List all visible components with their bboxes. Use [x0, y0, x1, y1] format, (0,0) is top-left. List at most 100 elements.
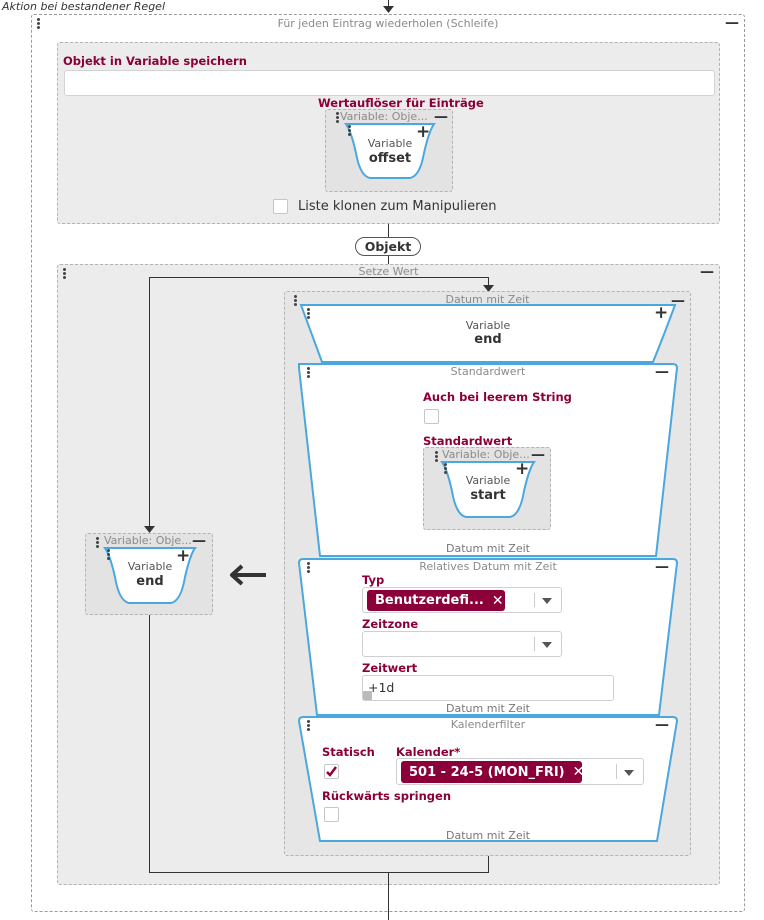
connector-line-bottom [388, 872, 389, 920]
empty-string-label: Auch bei leerem String [423, 390, 572, 404]
timezone-select[interactable] [362, 631, 562, 657]
resize-handle-icon[interactable] [363, 691, 372, 700]
type-label: Typ [362, 573, 385, 587]
type-select[interactable]: Benutzerdefi... ✕ [362, 587, 562, 613]
resolver-variable-kind: Variable [367, 137, 413, 150]
end-variable-menu-icon[interactable] [307, 308, 310, 320]
default-variable-add-icon[interactable]: + [515, 459, 530, 479]
type-tag-label: Benutzerdefi... [375, 593, 484, 608]
connector-arrow-top [383, 6, 394, 13]
backward-checkbox[interactable] [324, 807, 339, 822]
clone-list-label: Liste klonen zum Manipulieren [298, 199, 497, 214]
set-value-collapse-icon[interactable]: — [700, 264, 714, 280]
wire-bottom-right-vertical [488, 856, 489, 873]
connector-line-middle-lower [388, 256, 389, 265]
wire-right-vertical-top [488, 277, 489, 287]
resolver-variable-title: Variable: Obje... [340, 110, 428, 123]
backward-label: Rückwärts springen [322, 789, 452, 803]
empty-string-checkbox[interactable] [424, 409, 439, 424]
resolver-variable-inner-menu-icon[interactable] [348, 125, 351, 137]
loop-menu-icon[interactable] [37, 18, 40, 30]
loop-title: Für jeden Eintrag wiederholen (Schleife) [277, 17, 499, 30]
resolver-variable-menu-icon[interactable] [336, 112, 339, 124]
calendar-label: Kalender* [396, 745, 461, 759]
resolver-variable-panel[interactable]: Variable: Obje... — + Variable offset [325, 109, 453, 192]
set-value-menu-icon[interactable] [63, 268, 66, 280]
target-variable-shape [103, 547, 197, 604]
target-variable-name: end [136, 574, 164, 589]
end-variable-name: end [474, 332, 502, 347]
set-value-title: Setze Wert [358, 265, 419, 278]
datetime-menu-icon[interactable] [294, 295, 297, 307]
resolver-variable-add-icon[interactable]: + [416, 122, 431, 142]
default-variable-shape [440, 461, 536, 518]
end-variable-kind: Variable [465, 319, 511, 332]
default-block-collapse-icon[interactable]: — [655, 364, 669, 380]
default-variable-panel[interactable]: Variable: Obje... — + Variable start [423, 447, 551, 530]
end-variable-shape [299, 304, 677, 363]
store-block[interactable]: Objekt in Variable speichern Wertauflöse… [57, 42, 720, 224]
target-variable-kind: Variable [127, 560, 173, 573]
resolver-variable-shape [344, 123, 436, 179]
timezone-dropdown-icon[interactable] [542, 642, 552, 648]
wire-left-arrow [144, 526, 155, 533]
default-variable-kind: Variable [465, 474, 511, 487]
default-variable-collapse-icon[interactable]: — [531, 447, 545, 463]
default-block-title: Standardwert [450, 365, 526, 378]
clone-list-checkbox[interactable] [273, 199, 288, 214]
type-dropdown-icon[interactable] [542, 598, 552, 604]
connector-line-middle-upper [388, 224, 389, 238]
target-variable-add-icon[interactable]: + [176, 546, 191, 566]
timevalue-label: Zeitwert [362, 661, 418, 675]
relative-block-collapse-icon[interactable]: — [655, 559, 669, 575]
assign-arrow-icon [230, 564, 266, 586]
calendar-tag[interactable]: 501 - 24-5 (MON_FRI) ✕ [401, 761, 585, 783]
default-variable-menu-icon[interactable] [435, 451, 438, 463]
resolver-variable-collapse-icon[interactable]: — [434, 109, 448, 125]
loop-collapse-icon[interactable]: — [725, 15, 739, 31]
type-tag-remove-icon[interactable]: ✕ [491, 592, 504, 609]
target-variable-inner-menu-icon[interactable] [107, 549, 110, 561]
target-variable-panel[interactable]: Variable: Obje... — + Variable end [85, 533, 213, 615]
checkmark-icon [326, 766, 337, 777]
default-block-menu-icon[interactable] [307, 367, 310, 379]
wire-bottom-horizontal [149, 872, 489, 873]
page-title: Aktion bei bestandener Regel [2, 0, 165, 13]
connector-line-top [388, 0, 389, 9]
timevalue-text: +1d [368, 680, 395, 695]
target-variable-menu-icon[interactable] [96, 537, 99, 549]
wire-left-vertical [149, 277, 150, 528]
relative-block-title: Relatives Datum mit Zeit [419, 560, 557, 573]
calendar-block-menu-icon[interactable] [307, 720, 310, 732]
target-variable-collapse-icon[interactable]: — [192, 533, 206, 549]
calendar-select[interactable]: 501 - 24-5 (MON_FRI) ✕ [396, 758, 644, 785]
calendar-block-footer: Datum mit Zeit [446, 829, 530, 842]
calendar-block-collapse-icon[interactable]: — [655, 717, 669, 733]
static-checkbox[interactable] [324, 764, 339, 779]
calendar-dropdown-icon[interactable] [624, 769, 634, 776]
calendar-block-title: Kalenderfilter [450, 718, 526, 731]
timezone-label: Zeitzone [362, 617, 419, 631]
static-label: Statisch [322, 745, 375, 759]
calendar-tag-label: 501 - 24-5 (MON_FRI) [409, 764, 565, 780]
calendar-tag-remove-icon[interactable]: ✕ [572, 764, 585, 780]
relative-block-footer: Datum mit Zeit [446, 702, 530, 715]
store-label: Objekt in Variable speichern [63, 54, 247, 68]
default-variable-name: start [470, 488, 506, 503]
default-block-footer: Datum mit Zeit [446, 542, 530, 555]
store-variable-input[interactable] [64, 70, 715, 96]
default-variable-inner-menu-icon[interactable] [444, 463, 447, 475]
wire-bottom-left-vertical [149, 615, 150, 872]
timevalue-textarea[interactable]: +1d [362, 675, 614, 701]
type-tag[interactable]: Benutzerdefi... ✕ [367, 590, 505, 611]
resolver-variable-name: offset [368, 151, 412, 166]
target-variable-title: Variable: Obje... [104, 534, 192, 547]
object-connector-button[interactable]: Objekt [355, 237, 421, 256]
wire-right-arrow [483, 285, 494, 292]
relative-block-menu-icon[interactable] [307, 562, 310, 574]
end-variable-add-icon[interactable]: + [654, 303, 669, 323]
datetime-title: Datum mit Zeit [445, 293, 530, 306]
wire-top-horizontal [149, 277, 489, 278]
default-value-label: Standardwert [423, 434, 513, 448]
